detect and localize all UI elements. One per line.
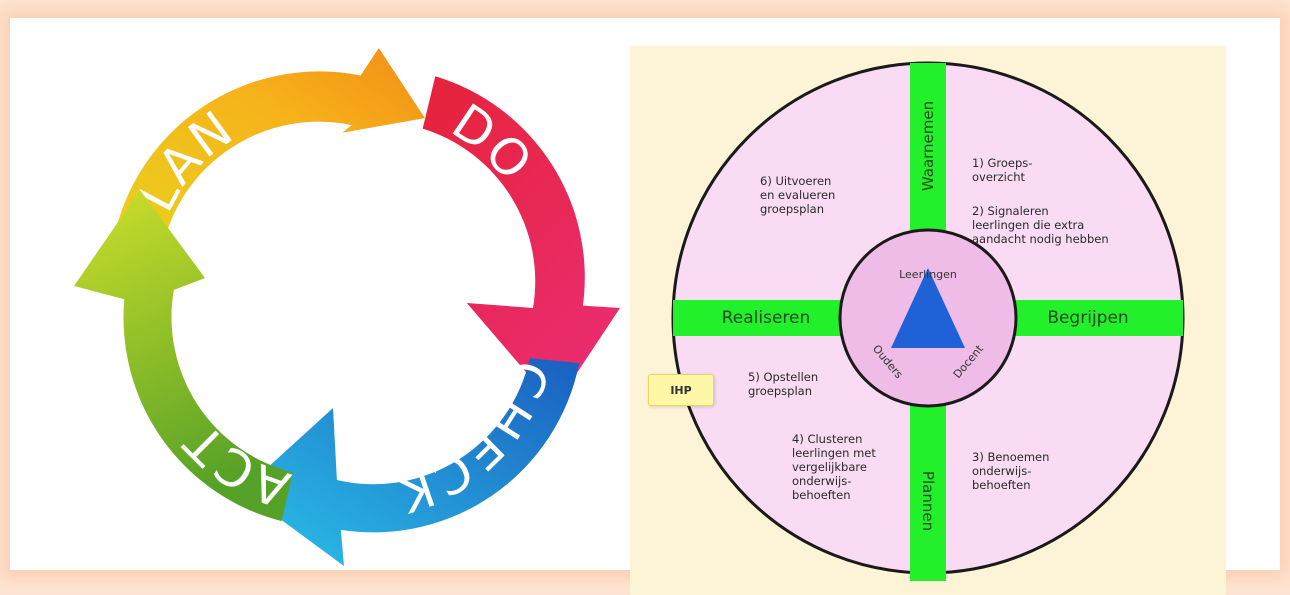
ihp-note: IHP — [648, 374, 714, 406]
pdca-cycle: PLAN DO CHECK ACT — [74, 48, 620, 566]
step-2-text: 2) Signaleren leerlingen die extra aanda… — [972, 204, 1109, 246]
axis-label-realiseren: Realiseren — [722, 308, 811, 328]
step-6-text: 6) Uitvoeren en evalueren groepsplan — [760, 174, 836, 216]
act-arrow: ACT — [74, 190, 295, 522]
step-1-text: 1) Groeps- overzicht — [972, 156, 1033, 184]
plan-arrow-shape — [112, 48, 425, 249]
step-3-text: 3) Benoemen onderwijs- behoeften — [972, 450, 1050, 492]
wheel-panel: Waarnemen Begrijpen Plannen Realiseren L… — [630, 46, 1226, 595]
check-arrow-shape — [242, 358, 580, 566]
step-5-text: 5) Opstellen groepsplan — [748, 370, 819, 398]
do-arrow-shape — [422, 76, 620, 407]
center-triangle — [891, 268, 965, 348]
axis-label-begrijpen: Begrijpen — [1047, 308, 1128, 328]
step-4-text: 4) Clusteren leerlingen met vergelijkbar… — [792, 432, 876, 502]
axis-label-waarnemen: Waarnemen — [919, 101, 937, 191]
axis-label-plannen: Plannen — [919, 471, 937, 531]
do-arrow: DO — [422, 76, 620, 407]
ihp-label: IHP — [670, 383, 692, 397]
picture-frame: PLAN DO CHECK ACT — [10, 18, 1280, 595]
center-label-leerlingen: Leerlingen — [899, 268, 957, 281]
check-arrow: CHECK — [242, 353, 580, 566]
wheel-diagram: Waarnemen Begrijpen Plannen Realiseren L… — [671, 61, 1185, 581]
act-arrow-shape — [74, 190, 293, 522]
